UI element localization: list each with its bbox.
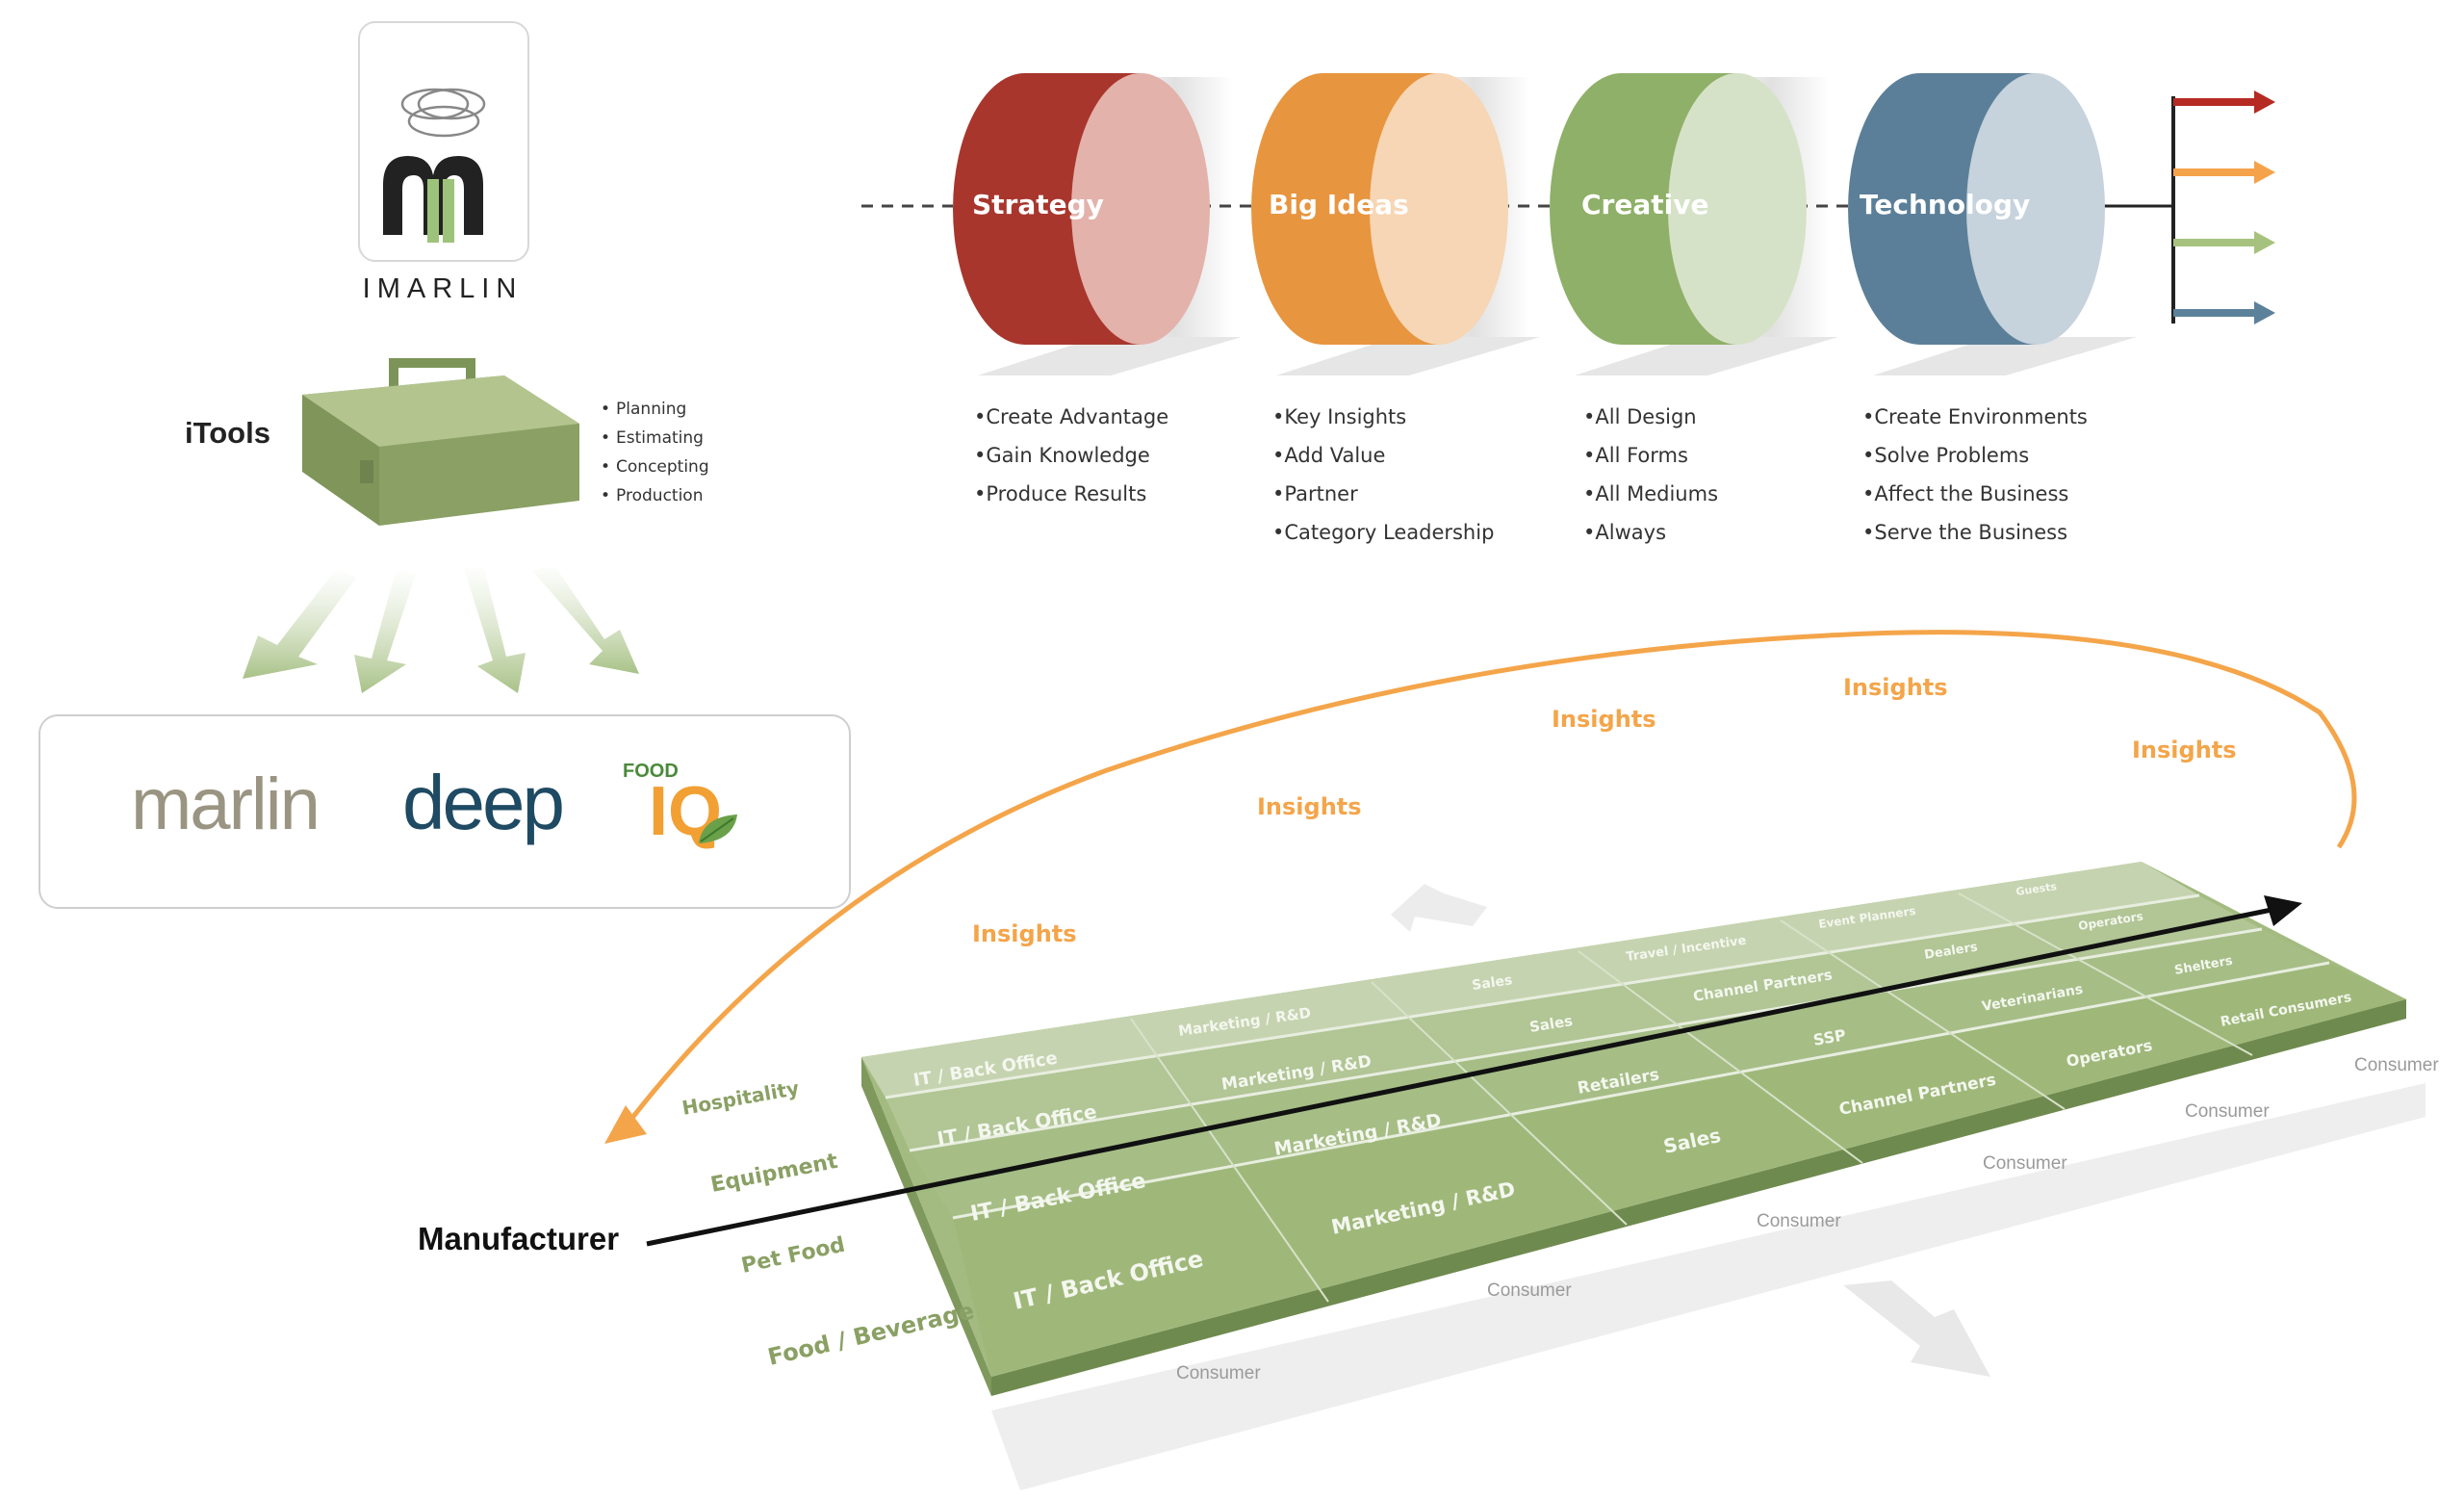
brand-name: IMARLIN: [362, 273, 524, 304]
consumer-label: Consumer: [1487, 1280, 1572, 1301]
stage-label-technology: Technology: [1860, 189, 2031, 220]
grey-arrow-down-icon: [1843, 1280, 1990, 1377]
creative-bullets: All Design All Forms All Mediums Always: [1583, 398, 1718, 552]
imarlin-logo-icon: [383, 88, 486, 243]
bullet-item: All Forms: [1583, 436, 1718, 475]
bullet-item: Solve Problems: [1862, 436, 2088, 475]
manufacturer-label: Manufacturer: [418, 1221, 620, 1256]
bullet-item: Serve the Business: [1862, 513, 2088, 552]
strategy-bullets: Create Advantage Gain Knowledge Produce …: [974, 398, 1168, 513]
fan-arrow-icon: [354, 568, 416, 693]
bullet-item: Create Advantage: [974, 398, 1168, 436]
toolbox-icon: [302, 358, 579, 526]
bullet-item: Key Insights: [1272, 398, 1494, 436]
fan-arrow-icon: [464, 568, 526, 693]
grid-cell: Sales: [1471, 972, 1513, 994]
insight-label: Insights: [1552, 706, 1656, 733]
insight-label: Insights: [1843, 674, 1948, 701]
itools-list: Planning Estimating Concepting Productio…: [601, 395, 709, 510]
grid-shadow: [991, 1083, 2426, 1490]
process-cylinders: [861, 73, 2275, 375]
stage-label-creative: Creative: [1581, 189, 1709, 220]
deep-logo: deep: [402, 760, 565, 845]
strategy-cylinder: [953, 73, 1242, 375]
bullet-item: Add Value: [1272, 436, 1494, 475]
bullet-item: Produce Results: [974, 475, 1168, 513]
partner-logos-box: [38, 714, 851, 909]
big-ideas-bullets: Key Insights Add Value Partner Category …: [1272, 398, 1494, 552]
grey-arrow-up-icon: [1391, 884, 1487, 932]
bullet-item: Gain Knowledge: [974, 436, 1168, 475]
consumer-label: Consumer: [2354, 1055, 2439, 1075]
technology-cylinder: [1848, 73, 2137, 375]
fan-arrow-icon: [533, 568, 639, 674]
bullet-item: Category Leadership: [1272, 513, 1494, 552]
manufacturer-arrowhead-icon: [2264, 895, 2302, 926]
insights-arc: [624, 630, 2357, 1128]
imarlin-logo-card: [358, 21, 529, 262]
consumer-label: Consumer: [1983, 1153, 2067, 1174]
itools-item: Planning: [601, 395, 709, 424]
stage-label-big-ideas: Big Ideas: [1269, 189, 1409, 220]
foodiq-logo-food: FOOD: [623, 761, 679, 782]
output-arrows: [2173, 91, 2275, 324]
itools-item: Concepting: [601, 453, 709, 481]
marlin-logo: marlin: [131, 763, 321, 845]
bullet-item: Partner: [1272, 475, 1494, 513]
itools-item: Estimating: [601, 424, 709, 453]
bullet-item: Always: [1583, 513, 1718, 552]
row-label-equipment: Equipment: [708, 1150, 840, 1198]
technology-bullets: Create Environments Solve Problems Affec…: [1862, 398, 2088, 552]
insight-label: Insights: [1257, 793, 1362, 820]
consumer-label: Consumer: [1757, 1211, 1841, 1231]
insights-arrowhead-icon: [604, 1105, 647, 1144]
fan-arrows: [243, 568, 639, 693]
itools-label: iTools: [185, 416, 270, 450]
fan-arrow-icon: [243, 568, 356, 679]
grid-cell: Guests: [2015, 880, 2059, 898]
bullet-item: All Design: [1583, 398, 1718, 436]
bullet-item: All Mediums: [1583, 475, 1718, 513]
manufacturer-arrow: [646, 907, 2272, 1247]
itools-item: Production: [601, 481, 709, 510]
stage-label-strategy: Strategy: [972, 189, 1104, 220]
consumer-label: Consumer: [1176, 1363, 1261, 1384]
leaf-icon: [699, 815, 737, 843]
bullet-item: Create Environments: [1862, 398, 2087, 436]
bullet-item: Affect the Business: [1862, 475, 2088, 513]
row-label-hospitality: Hospitality: [680, 1076, 801, 1120]
row-label-food-beverage: Food / Beverage: [765, 1297, 977, 1371]
creative-cylinder: [1550, 73, 1838, 375]
row-label-pet-food: Pet Food: [739, 1233, 847, 1279]
consumer-label: Consumer: [2185, 1101, 2270, 1122]
insight-label: Insights: [2132, 737, 2237, 763]
insight-label: Insights: [972, 920, 1077, 947]
big-ideas-cylinder: [1251, 73, 1540, 375]
